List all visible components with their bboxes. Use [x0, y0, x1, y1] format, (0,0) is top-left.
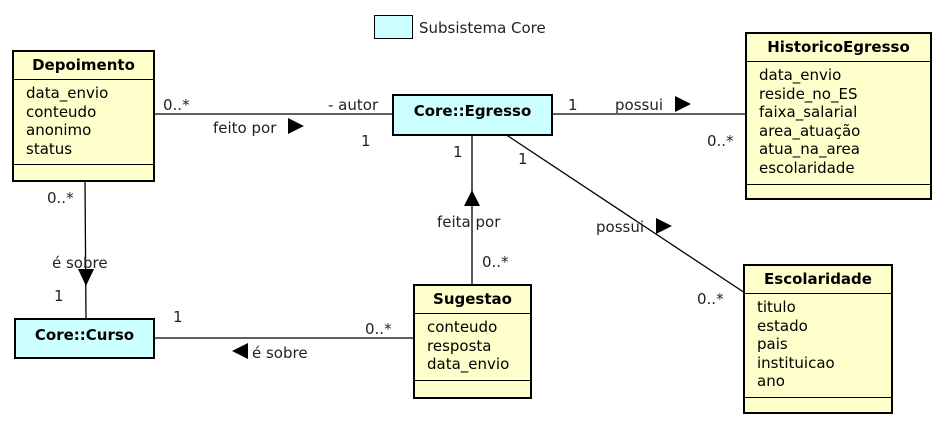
class-sugestao[interactable]: Sugestao conteudo resposta data_envio	[413, 284, 532, 399]
multiplicity-label: 1	[173, 308, 183, 326]
multiplicity-label: 1	[54, 287, 64, 305]
multiplicity-label: 1	[568, 96, 578, 114]
association-label: feito por	[213, 119, 277, 137]
class-name: Sugestao	[415, 286, 530, 314]
legend-label: Subsistema Core	[419, 19, 546, 37]
class-attributes: data_envio conteudo anonimo status	[14, 80, 153, 166]
attribute: data_envio	[427, 355, 510, 374]
attribute: reside_no_ES	[759, 84, 858, 103]
multiplicity-label: 0..*	[482, 253, 509, 271]
class-name: Core::Curso	[34, 326, 135, 344]
attribute: area_atuação	[759, 121, 861, 140]
attribute: estado	[757, 316, 808, 335]
multiplicity-label: 0..*	[707, 132, 734, 150]
class-operations	[415, 381, 530, 391]
class-operations	[745, 398, 891, 408]
multiplicity-label: 1	[361, 132, 371, 150]
attribute: conteudo	[26, 102, 97, 121]
association-label: é sobre	[252, 344, 308, 362]
class-depoimento[interactable]: Depoimento data_envio conteudo anonimo s…	[12, 50, 155, 182]
association-label: possui	[596, 218, 645, 236]
attribute: escolaridade	[759, 158, 855, 177]
multiplicity-label: 0..*	[47, 189, 74, 207]
arrow-right-icon	[656, 218, 672, 234]
multiplicity-label: 0..*	[365, 320, 392, 338]
class-historico-egresso[interactable]: HistoricoEgresso data_envio reside_no_ES…	[745, 32, 932, 200]
class-name: Core::Egresso	[413, 102, 532, 120]
attribute: anonimo	[26, 121, 92, 140]
class-attributes: conteudo resposta data_envio	[415, 314, 530, 381]
class-core-egresso[interactable]: Core::Egresso	[392, 94, 553, 136]
association-label: é sobre	[52, 254, 108, 272]
attribute: ano	[757, 372, 785, 391]
attribute: conteudo	[427, 318, 498, 336]
multiplicity-label: 0..*	[163, 96, 190, 114]
arrow-up-icon	[464, 190, 480, 206]
attribute: resposta	[427, 336, 492, 355]
arrow-down-icon	[78, 269, 94, 286]
arrow-right-icon	[675, 96, 691, 112]
association-line-depoimento-curso	[84, 179, 87, 320]
class-attributes: titulo estado pais instituicao ano	[745, 294, 891, 398]
role-label: - autor	[328, 96, 379, 114]
attribute: atua_na_area	[759, 140, 860, 159]
class-operations	[747, 185, 930, 195]
attribute: data_envio	[26, 84, 109, 102]
arrow-left-icon	[232, 343, 248, 359]
class-operations	[14, 165, 153, 175]
attribute: faixa_salarial	[759, 103, 858, 122]
attribute: titulo	[757, 298, 796, 316]
class-name: Depoimento	[14, 52, 153, 80]
multiplicity-label: 1	[518, 150, 528, 168]
class-name: Escolaridade	[745, 266, 891, 294]
attribute: data_envio	[759, 66, 842, 84]
association-line-egresso-escolaridade	[504, 133, 746, 294]
class-attributes: data_envio reside_no_ES faixa_salarial a…	[747, 62, 930, 185]
attribute: status	[26, 139, 73, 158]
attribute: pais	[757, 335, 788, 354]
class-escolaridade[interactable]: Escolaridade titulo estado pais institui…	[743, 264, 893, 414]
class-name: HistoricoEgresso	[747, 34, 930, 62]
attribute: instituicao	[757, 353, 835, 372]
multiplicity-label: 1	[453, 143, 463, 161]
association-label: possui	[615, 96, 664, 114]
legend-swatch-core	[374, 15, 413, 39]
association-label: feita por	[437, 213, 501, 231]
class-core-curso[interactable]: Core::Curso	[14, 318, 155, 359]
arrow-right-icon	[288, 118, 304, 134]
multiplicity-label: 0..*	[697, 290, 724, 308]
